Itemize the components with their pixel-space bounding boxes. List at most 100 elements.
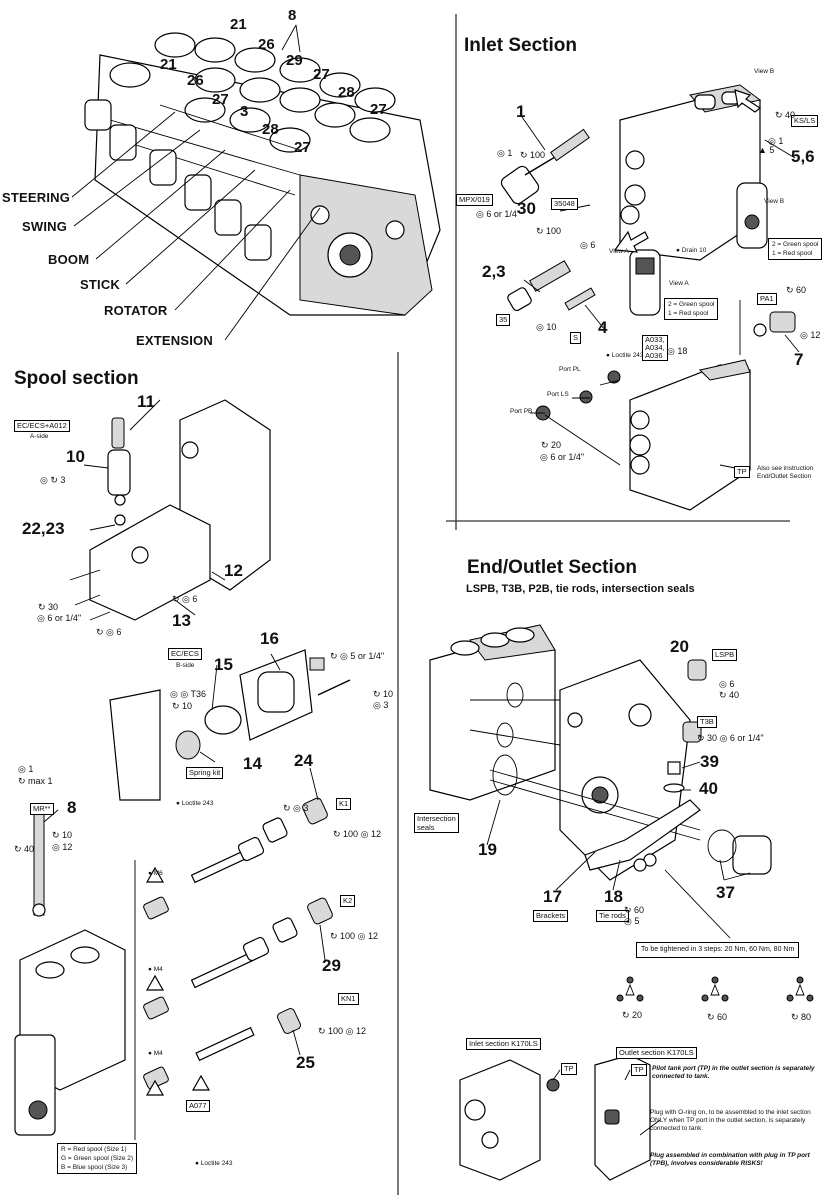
spool-sym-m6: ● M6 [148,870,163,877]
inlet-callout-30: 30 [517,199,536,218]
spool-color-note-viewa: 2 = Green spool 1 = Red spool [664,298,719,320]
spool-sym-max1: ↻ max 1 [18,776,53,786]
spool-callout-16: 16 [260,629,279,648]
torque-patterns [616,976,814,1002]
view-b-arrow-label: View B [754,68,775,75]
tag-tp-inlet-inset: TP [561,1063,577,1075]
callout-27-far: 27 [370,101,387,118]
tag-mr: MR** [30,803,54,815]
inlet-loctite-label: ● Loctite 243 [606,352,644,359]
torque-step-1: ↻ 20 [622,1010,643,1020]
inlet-drain-label: ● Drain 10 [676,247,707,254]
torque-step-2: ↻ 60 [707,1012,728,1022]
end-sym-6: ◎ 6 [719,679,735,689]
outlet-section-inset-label: Outlet section K170LS [616,1047,697,1059]
tag-ec-ecs-a012: EC/ECS+A012 [14,420,70,432]
label-extension: EXTENSION [136,333,213,348]
inlet-sym-10: ◎ 10 [536,322,557,332]
inlet-instruction-note: Also see instruction End/Outlet Section [757,465,814,480]
inlet-section-title: Inlet Section [464,35,577,56]
callout-27-bottom: 27 [294,139,311,156]
tag-mpx019: MPX/019 [456,194,493,206]
tag-pa1: PA1 [757,293,777,305]
spool-sym-10: ↻ 10 [373,689,394,699]
spool-b-side-label: B-side [176,662,195,669]
inlet-sym-12: ◎ 12 [800,330,821,340]
inlet-sym-1: ◎ 1 [497,148,513,158]
spool-callout-29: 29 [322,956,341,975]
spool-sym-t36: ◎ ◎ T36 [170,689,207,699]
spool-callout-14: 14 [243,754,262,773]
tag-k1: K1 [336,798,352,810]
tag-intersection-seals: Intersection seals [414,813,459,833]
note-plug-oring: Plug with O-ring on, to be assembled to … [650,1109,811,1132]
view-b-inset-label: View B [764,198,785,205]
inlet-sym-6: ◎ 6 [580,240,596,250]
tag-35: 35 [496,314,511,326]
end-callout-40: 40 [699,779,718,798]
inlet-sym-20: ↻ 20 [541,440,562,450]
inlet-callout-5-6: 5,6 [791,147,815,166]
spool-callout-12: 12 [224,561,243,580]
inlet-sym-60: ↻ 60 [786,285,807,295]
spool-callout-13: 13 [172,611,191,630]
tag-k2: K2 [340,895,356,907]
callout-29: 29 [286,52,303,69]
end-section-title: End/Outlet Section [467,557,637,578]
spool-sym-100b: ↻ 100 ◎ 12 [330,931,378,941]
inlet-sym-6or14: ◎ 6 or 1/4" [476,209,521,219]
end-sym-5: ◎ 5 [624,916,640,926]
tag-kn1: KN1 [338,993,359,1005]
callout-21-top: 21 [230,16,247,33]
inlet-sym-1b: ◎ 1 [768,136,784,146]
spool-color-note-viewb: 2 = Green spool 1 = Red spool [768,238,823,260]
tag-t3b: T3B [697,716,717,728]
inlet-callout-2-3: 2,3 [482,262,506,281]
inlet-section-inset-label: Inlet section K170LS [466,1038,541,1050]
spool-callout-10: 10 [66,447,85,466]
spool-sym-m4b: ● M4 [148,1050,163,1057]
label-steering: STEERING [2,190,71,205]
tighten-instruction: To be tightened in 3 steps: 20 Nm, 60 Nm… [636,942,800,958]
callout-3: 3 [240,103,249,120]
legend-green: G = Green spool (Size 2) [61,1155,134,1162]
inlet-callout-7: 7 [794,350,804,369]
end-callout-39: 39 [700,752,719,771]
spool-section-title: Spool section [14,368,139,389]
inlet-sym-100b: ↻ 100 [536,226,562,236]
end-callout-20: 20 [670,637,689,656]
callout-8-top: 8 [288,7,297,24]
tag-ec-ecs-b: EC/ECS [168,648,202,660]
spool-sym-5or14: ↻ ◎ 5 or 1/4" [330,651,385,661]
spool-sym-10c: ↻ 10 [52,830,73,840]
label-swing: SWING [22,219,68,234]
tag-a077: A077 [186,1100,210,1112]
spool-sym-30b: ↻ ◎ 6 [172,594,198,604]
end-sym-40: ↻ 40 [719,690,740,700]
note-pilot-tank: Pilot tank port (TP) in the outlet secti… [652,1065,815,1080]
tag-35048: 35048 [551,198,578,210]
spool-callout-25: 25 [296,1053,315,1072]
spool-sym-1: ◎ 1 [18,764,34,774]
inlet-sym-6or14b: ◎ 6 or 1/4" [540,452,585,462]
overview-valve-block [71,24,441,341]
spool-loctite-1: ● Loctite 243 [176,800,214,807]
callout-27-right: 27 [313,66,330,83]
tag-spring-kit: Spring kit [186,767,224,779]
spool-callout-11: 11 [137,392,155,411]
tag-tp-outlet-inset: TP [631,1064,647,1076]
tag-lspb: LSPB [712,649,738,661]
end-sym-30: ↻ 30 ◎ 6 or 1/4" [697,733,764,743]
spool-sym-6: ↻ ◎ 6 [96,627,122,637]
tag-ks-ls: KS/LS [791,115,819,127]
view-a-inset-label: View A [669,280,689,287]
note-plug-risk: Plug assembled in combination with plug … [650,1152,810,1167]
spool-loctite-2: ● Loctite 243 [195,1160,233,1167]
tag-s: S [570,332,582,344]
spool-sym-30: ↻ 30 [38,602,59,612]
port-ls-label: Port LS [547,391,569,398]
spool-callout-8: 8 [67,798,77,817]
end-sym-60: ↻ 60 [624,905,645,915]
spool-callout-24: 24 [294,751,313,770]
torque-step-3: ↻ 80 [791,1012,812,1022]
